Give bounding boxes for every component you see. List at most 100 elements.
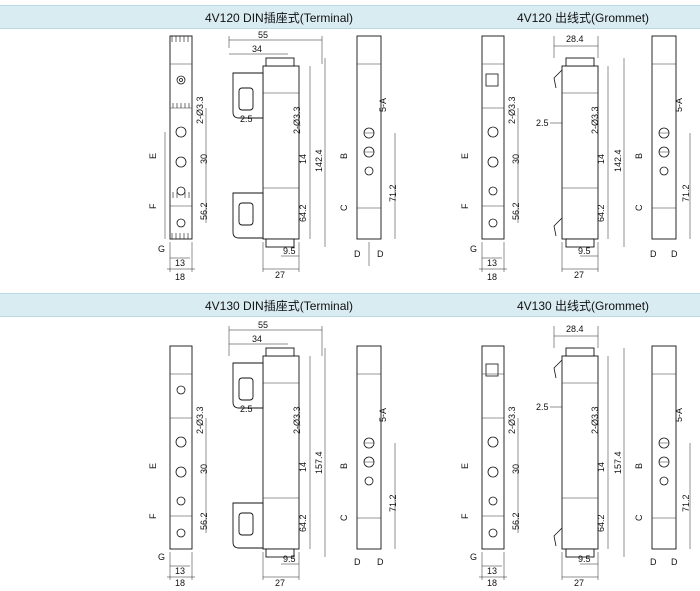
label-F: F — [148, 203, 158, 209]
drawing-4v120: E F G 13 18 30 56.2 2-Ø3.3 55 34 2.5 2-Ø… — [148, 30, 691, 282]
label-G-r: G — [470, 244, 477, 254]
label-E: E — [148, 153, 158, 159]
view-4v130-din-front: E F G 13 18 30 56.2 2-Ø3.3 — [148, 345, 209, 588]
drawing-4v130: E F G 13 18 30 56.2 2-Ø3.3 55 34 2.5 2-Ø… — [148, 320, 691, 588]
dim-55: 55 — [258, 30, 268, 40]
section-header-4v130: 4V130 DIN插座式(Terminal) 4V130 出线式(Grommet… — [0, 293, 700, 317]
label-B: B — [339, 153, 349, 159]
dim-56-2: 56.2 — [199, 202, 209, 220]
dim-2-3-3-h: 2-Ø3.3 — [590, 406, 600, 434]
dim-157-4-r: 157.4 — [613, 451, 623, 474]
dim-18-2r: 18 — [487, 578, 497, 588]
label-G-2: G — [158, 552, 165, 562]
view-4v130-grommet-side: 28.4 2.5 2-Ø3.3 14 64.2 157.4 9.5 27 — [536, 324, 625, 588]
dim-14-2: 14 — [298, 462, 308, 472]
label-C: C — [339, 204, 349, 211]
label-B-2: B — [339, 463, 349, 469]
dim-5-A: 5-A — [378, 98, 388, 112]
dim-71-2-r: 71.2 — [681, 184, 691, 202]
dim-2-3-3-e: 2-Ø3.3 — [195, 406, 205, 434]
view-4v120-din-side: 55 34 2.5 2-Ø3.3 14 64.2 142.4 9.5 27 — [228, 30, 326, 280]
dim-55-2: 55 — [258, 320, 268, 330]
dim-9-5-2: 9.5 — [283, 554, 296, 564]
dim-64-2-2r: 64.2 — [596, 514, 606, 532]
label-C-r: C — [634, 204, 644, 211]
view-4v130-grommet-ports: B C 5-A 71.2 D D — [634, 345, 691, 567]
view-4v120-grommet-ports: B C 5-A 71.2 D D — [634, 35, 691, 259]
dim-34: 34 — [252, 44, 262, 54]
dim-30-r: 30 — [511, 154, 521, 164]
dim-34-2: 34 — [252, 334, 262, 344]
view-4v130-din-ports: B C 5-A 71.2 D D — [339, 345, 398, 567]
label-C-2: C — [339, 514, 349, 521]
dim-14: 14 — [298, 154, 308, 164]
dim-5-A-2: 5-A — [378, 408, 388, 422]
title-4v120-din: 4V120 DIN插座式(Terminal) — [205, 11, 354, 25]
label-E-2: E — [148, 463, 158, 469]
dim-142-4-r: 142.4 — [613, 149, 623, 172]
title-4v120-grommet: 4V120 出线式(Grommet) — [517, 11, 650, 25]
label-F-r: F — [460, 203, 470, 209]
dim-30-2: 30 — [199, 464, 209, 474]
dim-5-A-2r: 5-A — [674, 408, 684, 422]
dim-71-2: 71.2 — [388, 184, 398, 202]
dim-30: 30 — [199, 154, 209, 164]
label-D-left: D — [354, 249, 361, 259]
dim-2-3-3-a: 2-Ø3.3 — [195, 96, 205, 124]
dim-13-2r: 13 — [487, 566, 497, 576]
dim-2-3-3-c: 2-Ø3.3 — [507, 96, 517, 124]
label-B-2r: B — [634, 463, 644, 469]
dim-27-r: 27 — [574, 270, 584, 280]
dim-18-r: 18 — [487, 272, 497, 282]
label-D-left-2: D — [354, 557, 361, 567]
label-D-left-2r: D — [650, 557, 657, 567]
dim-64-2-2: 64.2 — [298, 514, 308, 532]
dim-2-3-3-d: 2-Ø3.3 — [590, 106, 600, 134]
dim-56-2-2r: 56.2 — [511, 512, 521, 530]
view-4v120-grommet-side: 28.4 2.5 2-Ø3.3 14 64.2 142.4 9.5 27 — [536, 34, 625, 280]
title-4v130-grommet: 4V130 出线式(Grommet) — [517, 299, 650, 313]
title-4v130-din: 4V130 DIN插座式(Terminal) — [205, 299, 354, 313]
dim-30-2r: 30 — [511, 464, 521, 474]
dim-64-2: 64.2 — [298, 204, 308, 222]
label-D-left-r: D — [650, 249, 657, 259]
label-G: G — [158, 244, 165, 254]
dim-64-2-r: 64.2 — [596, 204, 606, 222]
dim-28-4-2: 28.4 — [566, 324, 584, 334]
label-D-right-2: D — [377, 557, 384, 567]
dim-18: 18 — [175, 272, 185, 282]
label-E-2r: E — [460, 463, 470, 469]
dim-2-5: 2.5 — [240, 114, 253, 124]
dim-14-2r: 14 — [596, 462, 606, 472]
dim-28-4: 28.4 — [566, 34, 584, 44]
dim-2-5-2: 2.5 — [240, 404, 253, 414]
dim-27: 27 — [275, 270, 285, 280]
dim-2-3-3-f: 2-Ø3.3 — [292, 406, 302, 434]
view-4v130-grommet-front: E F G 13 18 30 56.2 2-Ø3.3 — [460, 345, 521, 588]
dim-13-r: 13 — [487, 258, 497, 268]
view-4v120-din-front: E F G 13 18 30 56.2 2-Ø3.3 — [148, 35, 209, 282]
dim-9-5-2r: 9.5 — [578, 554, 591, 564]
view-4v130-din-side: 55 34 2.5 2-Ø3.3 14 64.2 157.4 9.5 27 — [228, 320, 326, 588]
dim-13: 13 — [175, 258, 185, 268]
label-E-r: E — [460, 153, 470, 159]
dim-13-2: 13 — [175, 566, 185, 576]
section-header-4v120: 4V120 DIN插座式(Terminal) 4V120 出线式(Grommet… — [0, 5, 700, 29]
dim-9-5: 9.5 — [283, 246, 296, 256]
label-B-r: B — [634, 153, 644, 159]
dim-2-3-3-g: 2-Ø3.3 — [507, 406, 517, 434]
dim-9-5-r: 9.5 — [578, 246, 591, 256]
label-F-2r: F — [460, 513, 470, 519]
label-F-2: F — [148, 513, 158, 519]
dim-14-r: 14 — [596, 154, 606, 164]
dim-27-2r: 27 — [574, 578, 584, 588]
dim-2-5-2r: 2.5 — [536, 402, 549, 412]
view-4v120-din-ports: B C 5-A 71.2 D D — [339, 35, 398, 266]
label-C-2r: C — [634, 514, 644, 521]
label-G-2r: G — [470, 552, 477, 562]
dim-5-A-r: 5-A — [674, 98, 684, 112]
label-D-right-r: D — [671, 249, 678, 259]
dim-27-2: 27 — [275, 578, 285, 588]
label-D-right-2r: D — [671, 557, 678, 567]
dim-2-5-r: 2.5 — [536, 118, 549, 128]
